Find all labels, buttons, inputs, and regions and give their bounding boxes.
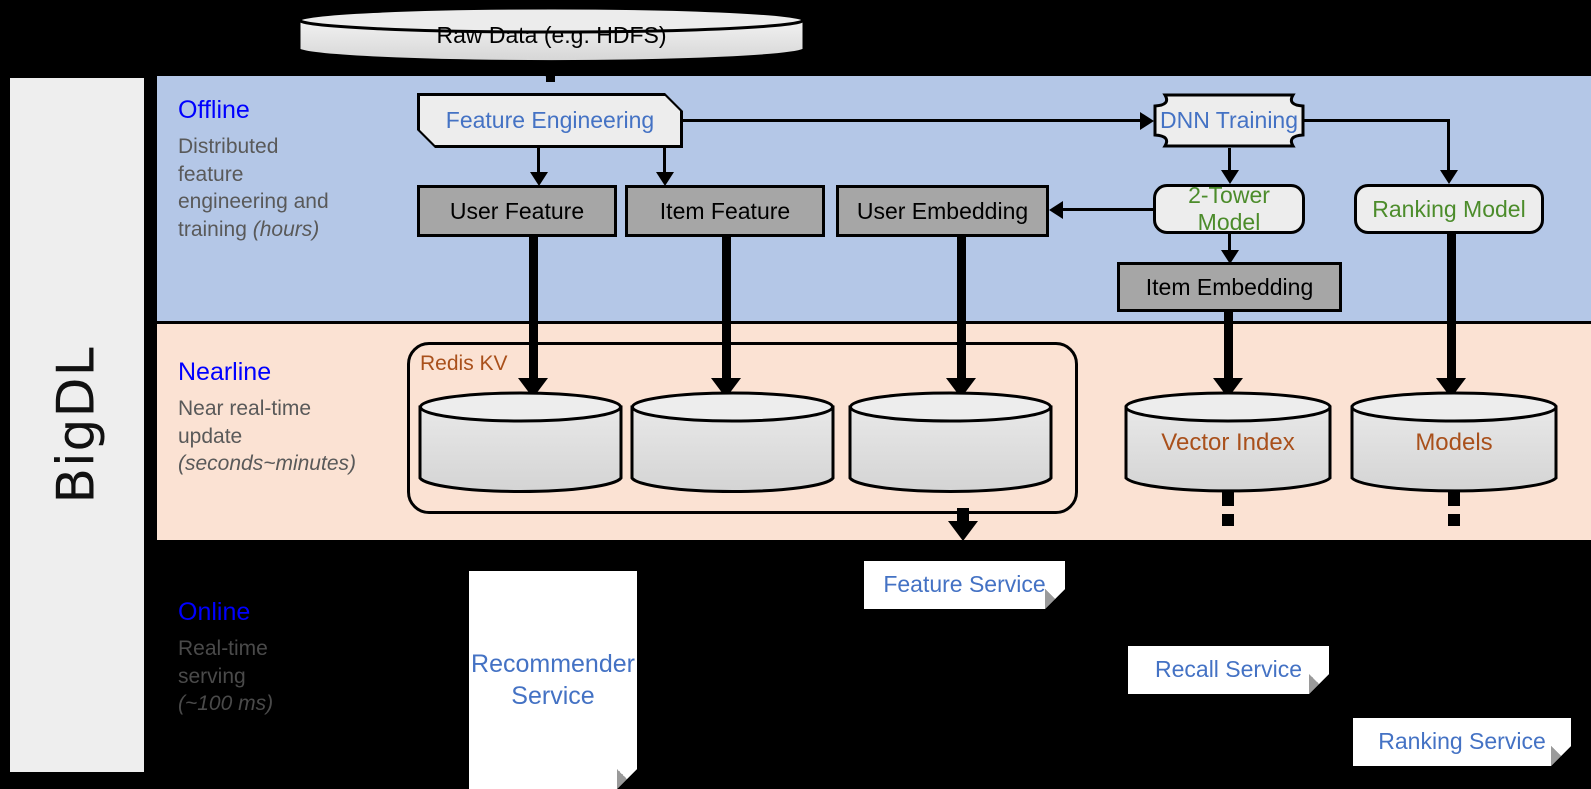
user-embedding-box[interactable]: User Embedding [836,185,1049,237]
offline-desc-l2: feature [178,162,244,186]
feature-engineering-label: Feature Engineering [420,96,680,145]
online-desc-emph: (~100 ms) [178,692,274,716]
store-user-embedding-label [848,390,1053,495]
raw-data-label: Raw Data (e.g. HDFS) [436,21,667,48]
online-label-block: Online Real-time serving (~100 ms) [178,598,393,718]
connector-vectorindex-stub [1222,492,1234,506]
user-feature-box[interactable]: User Feature [417,185,617,237]
online-title: Online [178,598,251,626]
arrow-dnn-twotower-head [1221,170,1239,184]
models-cylinder[interactable]: Models [1350,390,1558,495]
ranking-service-label: Ranking Service [1378,728,1546,755]
two-tower-model-label: 2-Tower Model [1188,182,1270,235]
models-label: Models [1415,428,1493,456]
raw-data-cylinder: Raw Data (e.g. HDFS) [297,6,806,64]
arrow-dnn-ranking-h [1303,119,1450,122]
arrow-itemembedding-vectorindex-line [1224,312,1233,384]
offline-desc-l3: engineering and [178,190,329,214]
two-tower-model-box[interactable]: 2-Tower Model [1153,182,1305,235]
vector-index-cylinder[interactable]: Vector Index [1124,390,1332,495]
item-embedding-box[interactable]: Item Embedding [1117,262,1342,312]
offline-description: Distributed feature engineering and trai… [178,133,393,244]
arrow-dnn-ranking-v [1447,119,1450,174]
nearline-desc-l1: Near real-time [178,397,312,420]
ranking-model-label: Ranking Model [1372,195,1526,222]
arrow-fe-userfeature-head [530,172,548,186]
nearline-label-block: Nearline Near real-time update (seconds~… [178,358,393,478]
arrow-rawdata-fe-head [535,62,565,82]
ranking-service-note[interactable]: Ranking Service [1353,718,1571,766]
arrow-twotower-userembedding-line [1062,208,1154,211]
user-feature-label: User Feature [449,197,585,224]
bigdl-panel: BigDL [8,76,146,774]
recommender-service-l1: Recommender [471,649,635,678]
arrow-fe-itemfeature-line [663,148,666,176]
nearline-description: Near real-time update (seconds~minutes) [178,395,393,478]
arrow-twotower-itemembedding-head [1221,250,1239,264]
redis-kv-group [407,342,1078,514]
offline-desc-emph: (hours) [252,218,320,242]
redis-kv-label: Redis KV [420,352,508,375]
item-feature-label: Item Feature [659,197,791,224]
recommender-service-l2: Service [511,682,595,710]
connector-vectorindex-dot [1222,514,1234,526]
online-desc-l1: Real-time [178,637,268,660]
arrow-dnn-twotower-line [1228,148,1231,174]
vector-index-label: Vector Index [1161,428,1295,456]
arrow-itemfeature-store-line [722,237,731,385]
connector-redis-featureservice-head [948,521,978,541]
feature-service-note[interactable]: Feature Service [864,561,1065,609]
store-user-feature-label [418,390,623,495]
arrow-userembedding-store-line [957,237,966,385]
recommender-service-text: Recommender Service [471,648,635,713]
item-feature-box[interactable]: Item Feature [625,185,825,237]
online-description: Real-time serving (~100 ms) [178,635,393,718]
feature-engineering-box[interactable]: Feature Engineering [417,93,683,148]
nearline-desc-l2: update [178,424,243,448]
arrow-dnn-ranking-head [1440,170,1458,184]
nearline-desc-emph: (seconds~minutes) [178,452,356,476]
arrow-fe-userfeature-line [537,148,540,176]
connector-models-stub [1448,492,1460,506]
offline-title: Offline [178,96,250,124]
feature-service-label: Feature Service [883,571,1046,598]
arrow-fe-dnn-head [1140,112,1154,130]
recall-service-label: Recall Service [1155,656,1302,683]
arrow-userfeature-store-line [529,237,538,385]
store-user-embedding-cylinder [848,390,1053,495]
recommender-service-note[interactable]: Recommender Service [469,571,637,789]
online-desc-l2: serving [178,664,246,688]
bigdl-label: BigDL [47,346,108,504]
offline-desc-l4: training [178,218,253,242]
store-item-feature-label [630,390,835,495]
arrow-fe-dnn-line [683,119,1142,122]
dnn-training-label: DNN Training [1159,107,1299,133]
store-user-feature-cylinder [418,390,623,495]
offline-label-block: Offline Distributed feature engineering … [178,96,393,244]
ranking-model-box[interactable]: Ranking Model [1354,184,1544,234]
dnn-training-box[interactable]: DNN Training [1153,93,1305,148]
item-embedding-label: Item Embedding [1145,273,1314,300]
store-item-feature-cylinder [630,390,835,495]
connector-redis-featureservice-stub [957,508,969,522]
recall-service-note[interactable]: Recall Service [1128,646,1329,694]
arrow-twotower-itemembedding-line [1228,234,1231,254]
arrow-rankingmodel-models-line [1447,234,1456,384]
connector-models-dot [1448,514,1460,526]
nearline-title: Nearline [178,358,272,386]
user-embedding-label: User Embedding [856,197,1029,224]
arrow-twotower-userembedding-head [1049,201,1063,219]
arrow-fe-itemfeature-head [656,172,674,186]
offline-desc-l1: Distributed [178,135,279,158]
